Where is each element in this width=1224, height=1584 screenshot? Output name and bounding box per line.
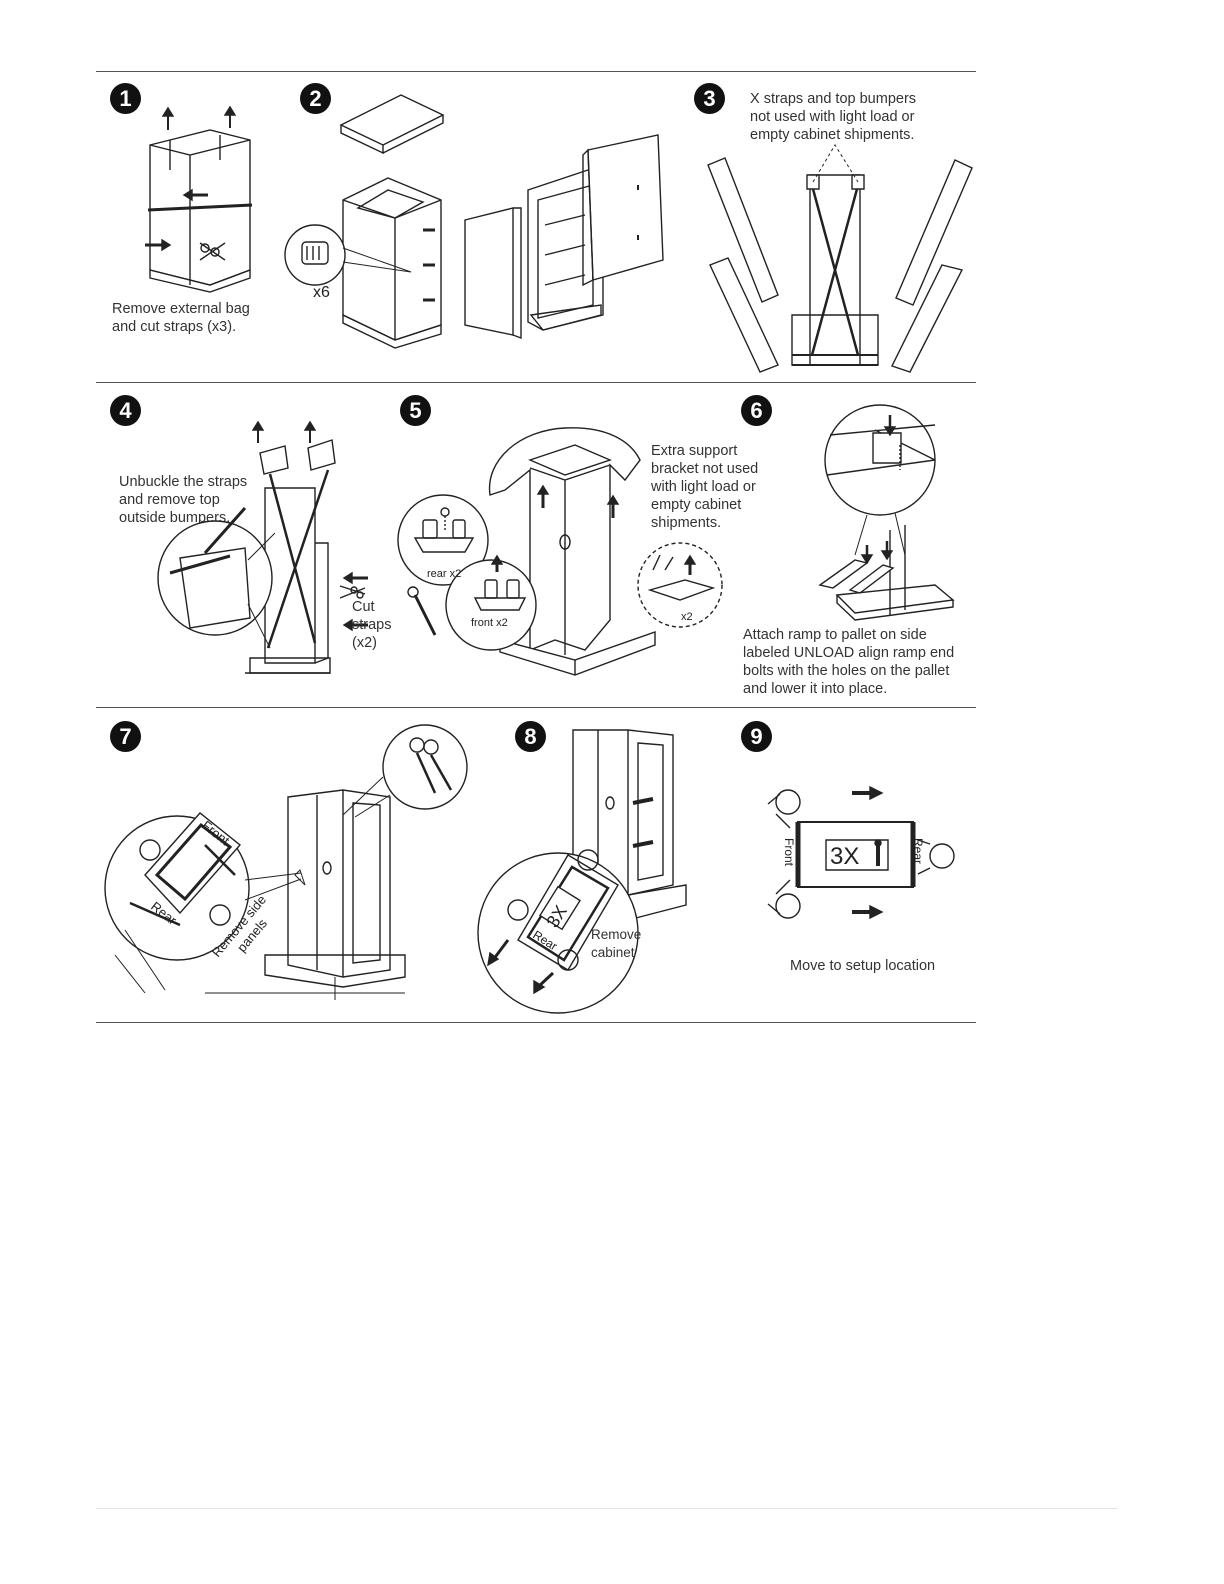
step-5-caption: Extra support bracket not used with ligh…: [651, 443, 759, 531]
step-9-3x-label: 3X: [830, 843, 859, 870]
step-6-illustration: [815, 405, 965, 620]
step-8-illustration: 3X Rear: [478, 725, 693, 1015]
step-9-caption: Move to setup location: [790, 958, 936, 974]
step-9-front-label: Front: [782, 838, 796, 867]
step-3-number: 3: [694, 83, 725, 114]
step-3-illustration: [700, 140, 980, 380]
rule-bottom: [96, 1022, 976, 1023]
step-6-caption: Attach ramp to pallet on side labeled UN…: [743, 627, 955, 697]
step-7-illustration: Front Rear Remove sidepanels: [105, 725, 475, 1000]
footer-rule: [96, 1508, 1118, 1509]
step-7-number: 7: [110, 721, 141, 752]
step-9-number: 9: [741, 721, 772, 752]
step-5-front-label: front x2: [471, 617, 508, 629]
rule-row-1: [96, 382, 976, 383]
step-2-illustration: x6: [283, 90, 673, 355]
step-5-number: 5: [400, 395, 431, 426]
step-4-cut-label: Cut straps (x2): [352, 599, 392, 651]
step-9-illustration: 3X Front Rear: [760, 780, 965, 930]
step-2-number: 2: [300, 83, 331, 114]
rule-row-2: [96, 707, 976, 708]
step-5-illustration: rear x2 front x2 x2: [395, 420, 725, 685]
step-5-rear-label: rear x2: [427, 568, 461, 580]
step-5-side-label: x2: [681, 611, 693, 623]
step-4-illustration: [150, 418, 410, 683]
step-6-number: 6: [741, 395, 772, 426]
step-8-number: 8: [515, 721, 546, 752]
step-3-caption: X straps and top bumpers not used with l…: [750, 91, 917, 143]
step-1-number: 1: [110, 83, 141, 114]
step-2-callout: x6: [313, 284, 330, 301]
step-8-remove-label: Remove cabinet: [591, 927, 642, 960]
step-4-number: 4: [110, 395, 141, 426]
step-1-caption: Remove external bag and cut straps (x3).: [112, 301, 250, 335]
step-1-illustration: [130, 100, 280, 295]
step-9-rear-label: Rear: [911, 838, 925, 864]
rule-top: [96, 71, 976, 72]
